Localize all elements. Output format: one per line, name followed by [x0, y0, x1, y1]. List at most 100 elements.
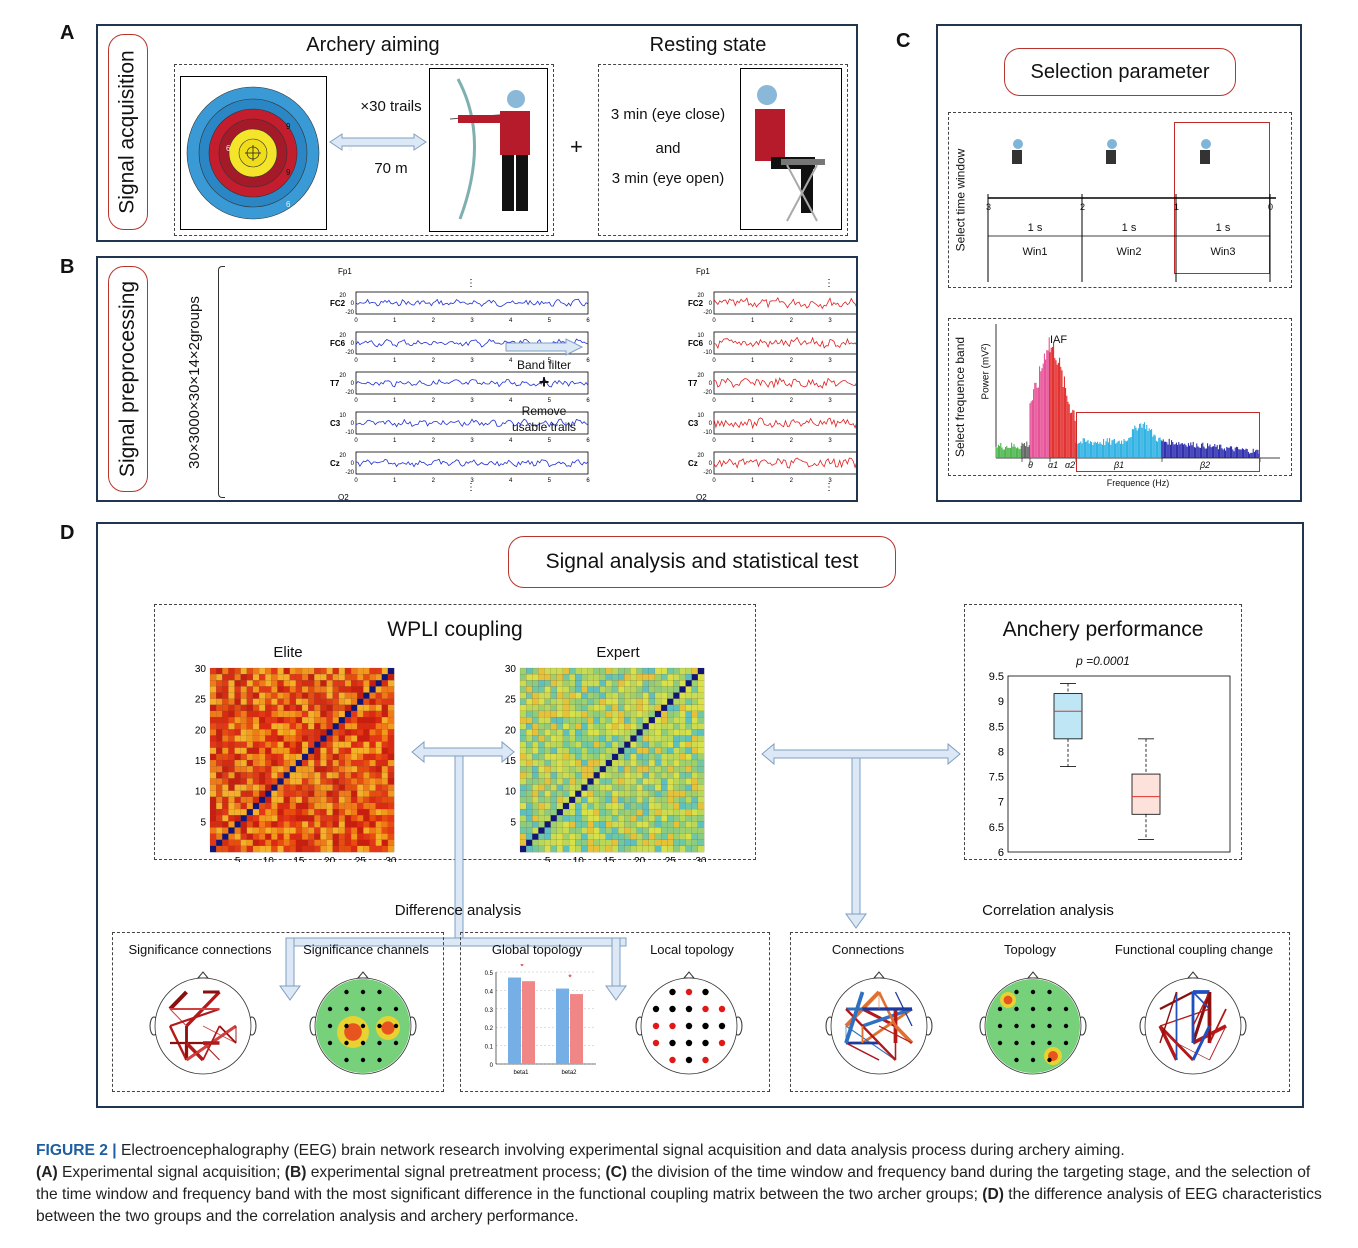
matrix-cell [599, 845, 607, 853]
matrix-cell [344, 729, 352, 736]
matrix-cell [363, 667, 370, 675]
p-value: p =0.0001 [1076, 654, 1130, 668]
matrix-cell [636, 674, 643, 681]
matrix-cell [532, 667, 539, 675]
matrix-cell [556, 845, 564, 853]
matrix-cell [556, 784, 564, 791]
matrix-cell [568, 815, 576, 822]
x-tick: 0 [712, 318, 716, 324]
matrix-cell [326, 808, 333, 816]
matrix-cell [222, 827, 229, 834]
matrix-cell [648, 759, 656, 767]
channel-label: C3 [688, 419, 699, 428]
matrix-cell [685, 815, 693, 822]
matrix-cell [363, 759, 370, 767]
matrix-cell [685, 704, 693, 712]
matrix-cell [685, 766, 693, 773]
matrix-cell [363, 686, 370, 693]
matrix-cell [326, 796, 333, 804]
matrix-cell [350, 759, 358, 767]
matrix-cell [350, 667, 358, 675]
y-tick: 20 [339, 373, 346, 379]
matrix-cell [587, 729, 594, 736]
matrix-cell [611, 839, 619, 847]
matrix-cell [289, 723, 297, 730]
nose-shape [872, 971, 886, 979]
eeg-trace [355, 458, 589, 468]
matrix-cell [387, 766, 395, 773]
matrix-cell [550, 772, 558, 779]
matrix-cell [258, 710, 266, 718]
channel-label: T7 [330, 379, 340, 388]
matrix-cell [691, 710, 699, 718]
matrix-cell [387, 839, 395, 847]
matrix-cell [697, 784, 705, 791]
matrix-cell [258, 845, 266, 853]
matrix-cell [636, 759, 643, 767]
matrix-cell [648, 778, 656, 785]
matrix-cell [216, 747, 223, 755]
matrix-cell [624, 680, 631, 687]
matrix-cell [277, 723, 284, 730]
x-tick: 1 [751, 358, 755, 364]
matrix-cell [562, 839, 570, 847]
matrix-cell [357, 753, 364, 761]
matrix-cell [587, 821, 594, 828]
matrix-cell [544, 759, 551, 767]
matrix-cell [209, 729, 217, 736]
matrix-cell [381, 692, 389, 699]
matrix-cell [363, 808, 370, 816]
matrix-cell [636, 710, 643, 718]
matrix-cell [624, 772, 631, 779]
connection-line [894, 1024, 914, 1045]
matrix-cell [363, 723, 370, 730]
matrix-cell [654, 808, 662, 816]
matrix-cell [630, 808, 637, 816]
matrix-cell [618, 766, 625, 773]
matrix-cell [252, 674, 260, 681]
matrix-cell [283, 845, 291, 853]
matrix-cell [301, 796, 309, 804]
matrix-cell [240, 833, 248, 841]
matrix-cell [271, 698, 278, 706]
matrix-cell [240, 802, 248, 810]
matrix-cell [265, 741, 272, 749]
matrix-cell [575, 839, 582, 847]
matrix-cell [697, 716, 705, 724]
matrix-cell [624, 759, 631, 767]
topomap-peak [1003, 995, 1013, 1005]
box-y-tick: 9 [998, 696, 1004, 708]
matrix-cell [544, 802, 551, 810]
matrix-cell [246, 827, 254, 834]
matrix-cell [618, 747, 625, 755]
matrix-cell [691, 778, 699, 785]
matrix-cell [691, 723, 699, 730]
matrix-cell [685, 716, 693, 724]
matrix-cell [568, 766, 576, 773]
matrix-cell [289, 698, 297, 706]
archery-target-icon [186, 86, 320, 220]
head-connections-icon [149, 971, 257, 1075]
matrix-cell [228, 667, 235, 675]
matrix-cell [240, 784, 248, 791]
matrix-cell [338, 735, 346, 742]
matrix-cell [660, 808, 668, 816]
matrix-y-tick: 25 [505, 695, 517, 706]
matrix-cell [357, 667, 364, 675]
matrix-cell [611, 692, 619, 699]
matrix-cell [532, 723, 539, 730]
matrix-cell [618, 692, 625, 699]
matrix-cell [295, 815, 303, 822]
matrix-cell [636, 827, 643, 834]
matrix-cell [605, 784, 613, 791]
eeg-trace [713, 377, 856, 389]
matrix-cell [234, 704, 241, 712]
x-tick: 3 [470, 318, 474, 324]
matrix-cell [624, 839, 631, 847]
matrix-cell [338, 747, 346, 755]
matrix-cell [295, 766, 303, 773]
matrix-cell [375, 735, 383, 742]
matrix-cell [369, 686, 376, 693]
matrix-cell [357, 710, 364, 718]
matrix-cell [593, 741, 601, 749]
